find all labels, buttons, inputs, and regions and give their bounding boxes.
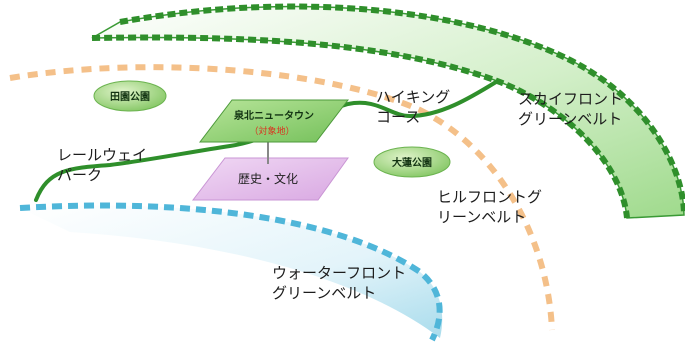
new-town-plate: [198, 99, 350, 143]
history-culture-plate: [191, 157, 349, 201]
history-culture-label: 歴史・文化: [238, 171, 298, 186]
new-town-note: （対象地）: [249, 125, 294, 137]
railway-park-label-1: レールウェイ: [57, 146, 147, 164]
sky-belt-dash-inner: [91, 34, 630, 219]
sky-belt-label-1: スカイフロント: [518, 90, 623, 108]
hiking-course-label-1: ハイキング: [376, 88, 450, 106]
denen-park: [93, 80, 167, 112]
oohasu-park-label: 大蓮公園: [392, 156, 432, 169]
water-belt-label-1: ウォーターフロント: [272, 264, 406, 282]
hill-belt-label-2: リーンベルト: [437, 208, 526, 226]
oohasu-park: [373, 146, 451, 178]
water-belt-label-2: グリーンベルト: [272, 284, 376, 302]
railway-park-label-2: パーク: [57, 166, 102, 184]
sky-belt-label-2: グリーンベルト: [518, 110, 622, 128]
denen-park-label: 田園公園: [110, 91, 150, 103]
water-belt-dash: [19, 202, 443, 342]
hiking-course-label-2: コース: [376, 108, 420, 126]
new-town-label: 泉北ニュータウン: [233, 109, 314, 122]
hill-belt: [9, 64, 555, 331]
hill-belt-label-1: ヒルフロントグ: [437, 188, 542, 206]
water-belt-fill: [20, 205, 443, 338]
